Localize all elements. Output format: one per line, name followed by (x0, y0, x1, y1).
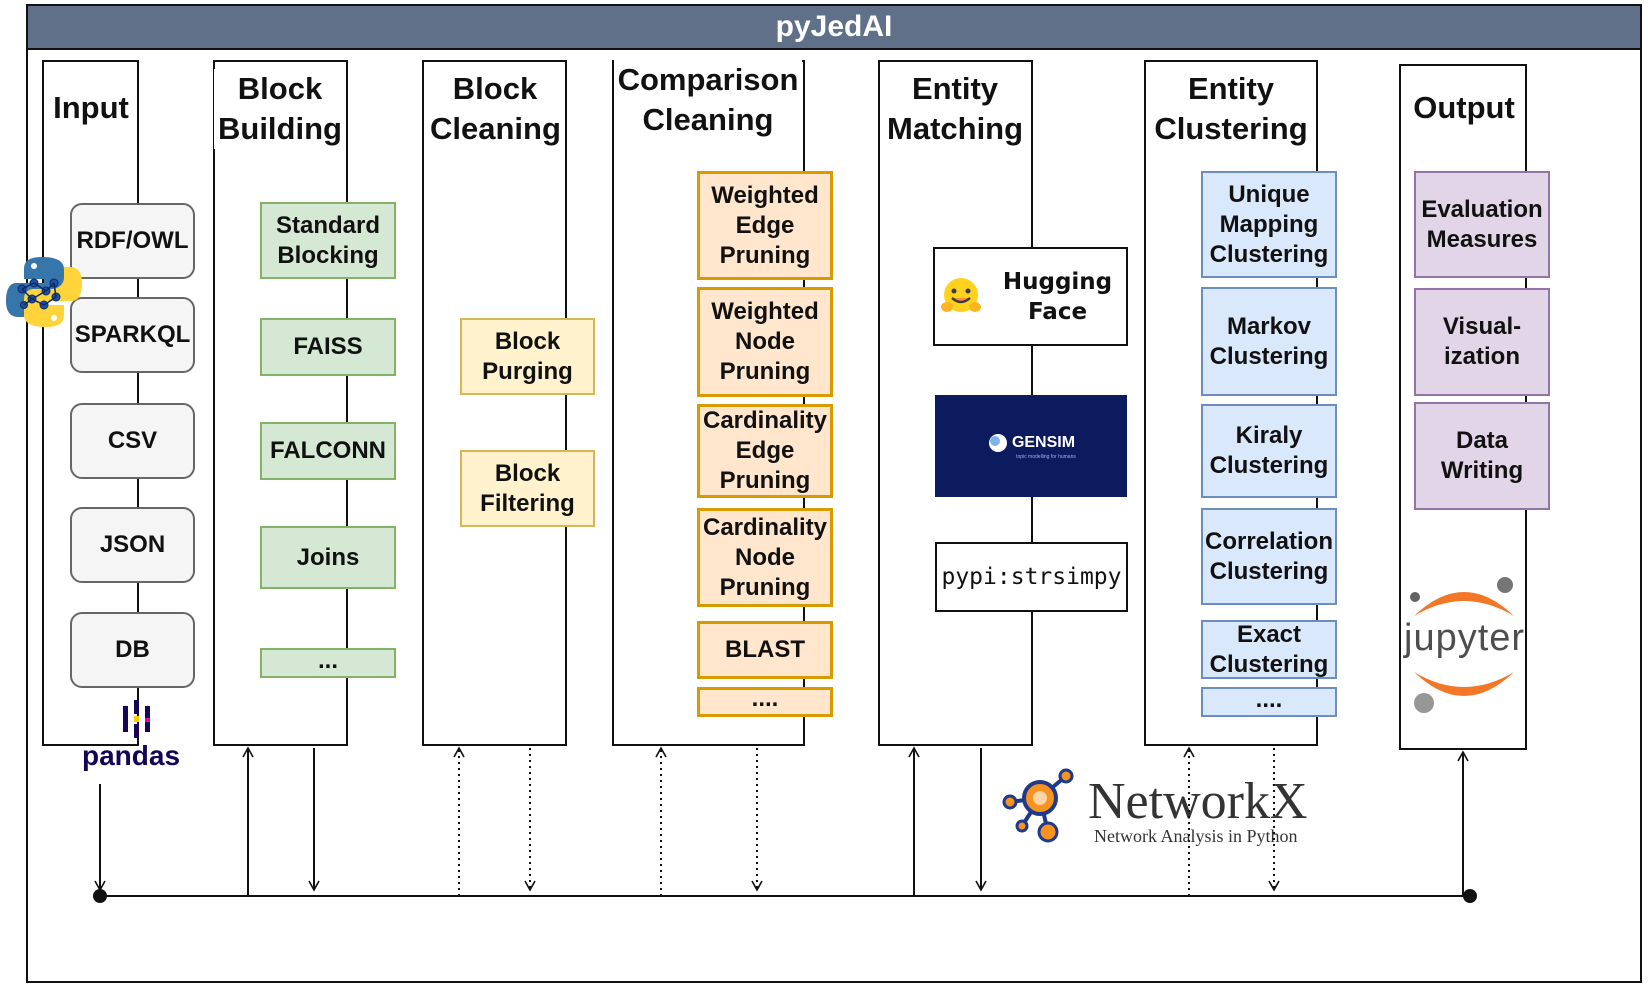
block-faiss: FAISS (260, 318, 396, 376)
visualization: Visual- ization (1414, 288, 1550, 396)
output-title: Output (1408, 88, 1520, 128)
block-standard-blocking: Standard Blocking (260, 202, 396, 279)
jupyter-logo-icon (1410, 577, 1514, 713)
diagram-frame (26, 4, 1642, 983)
gensim-tagline: topic modelling for humans (1016, 454, 1076, 460)
entity-matching-title: Entity Matching (884, 69, 1026, 149)
data-writing: Data Writing (1414, 402, 1550, 510)
input-sparkql: SPARKQL (70, 297, 195, 373)
hugging-face-icon (941, 277, 981, 312)
gensim-label: GENSIM (1011, 434, 1076, 451)
comparison-cleaning-title: Comparison Cleaning (614, 60, 802, 140)
comparison-more: .... (697, 685, 833, 717)
strsimpy-box: pypi:strsimpy (935, 542, 1128, 612)
diagram-title: pyJedAI (26, 4, 1642, 50)
column-entity-clustering (1144, 60, 1318, 746)
input-csv: CSV (70, 403, 195, 479)
input-title: Input (46, 88, 136, 128)
networkx-logo-icon (1002, 768, 1074, 843)
pandas-logo-text: pandas (82, 740, 181, 771)
gensim-logo: GENSIM topic modelling for humans (935, 395, 1127, 497)
unique-mapping-clustering: Unique Mapping Clustering (1201, 171, 1337, 278)
cardinality-edge-pruning: Cardinality Edge Pruning (697, 404, 833, 498)
hugging-face-label: Hugging Face (1002, 268, 1113, 325)
networkx-tagline: Network Analysis in Python (1094, 826, 1298, 846)
block-joins: Joins (260, 526, 396, 589)
markov-clustering: Markov Clustering (1201, 287, 1337, 396)
cardinality-node-pruning: Cardinality Node Pruning (697, 508, 833, 607)
correlation-clustering: Correlation Clustering (1201, 508, 1337, 605)
gensim-icon (988, 434, 1007, 452)
block-cleaning-title: Block Cleaning (427, 69, 563, 149)
hugging-face-logo: Hugging Face (933, 247, 1128, 346)
networkx-logo-text: NetworkX (1088, 773, 1308, 830)
block-filtering: Block Filtering (460, 450, 595, 527)
python-logo-icon (6, 257, 82, 327)
pandas-logo-icon (123, 700, 150, 738)
input-json: JSON (70, 507, 195, 583)
jupyter-logo-text: jupyter (1404, 617, 1526, 659)
input-db: DB (70, 612, 195, 688)
weighted-edge-pruning: Weighted Edge Pruning (697, 171, 833, 280)
evaluation-measures: Evaluation Measures (1414, 171, 1550, 278)
kiraly-clustering: Kiraly Clustering (1201, 404, 1337, 498)
column-block-cleaning (422, 60, 567, 746)
input-rdf-owl: RDF/OWL (70, 203, 195, 279)
column-block-building (213, 60, 348, 746)
block-more: ... (260, 647, 396, 678)
block-building-title: Block Building (214, 69, 346, 149)
entity-clustering-title: Entity Clustering (1151, 69, 1311, 149)
clustering-more: .... (1201, 686, 1337, 717)
blast: BLAST (697, 621, 833, 679)
weighted-node-pruning: Weighted Node Pruning (697, 287, 833, 397)
exact-clustering: Exact Clustering (1201, 620, 1337, 679)
block-purging: Block Purging (460, 318, 595, 395)
block-falconn: FALCONN (260, 422, 396, 480)
